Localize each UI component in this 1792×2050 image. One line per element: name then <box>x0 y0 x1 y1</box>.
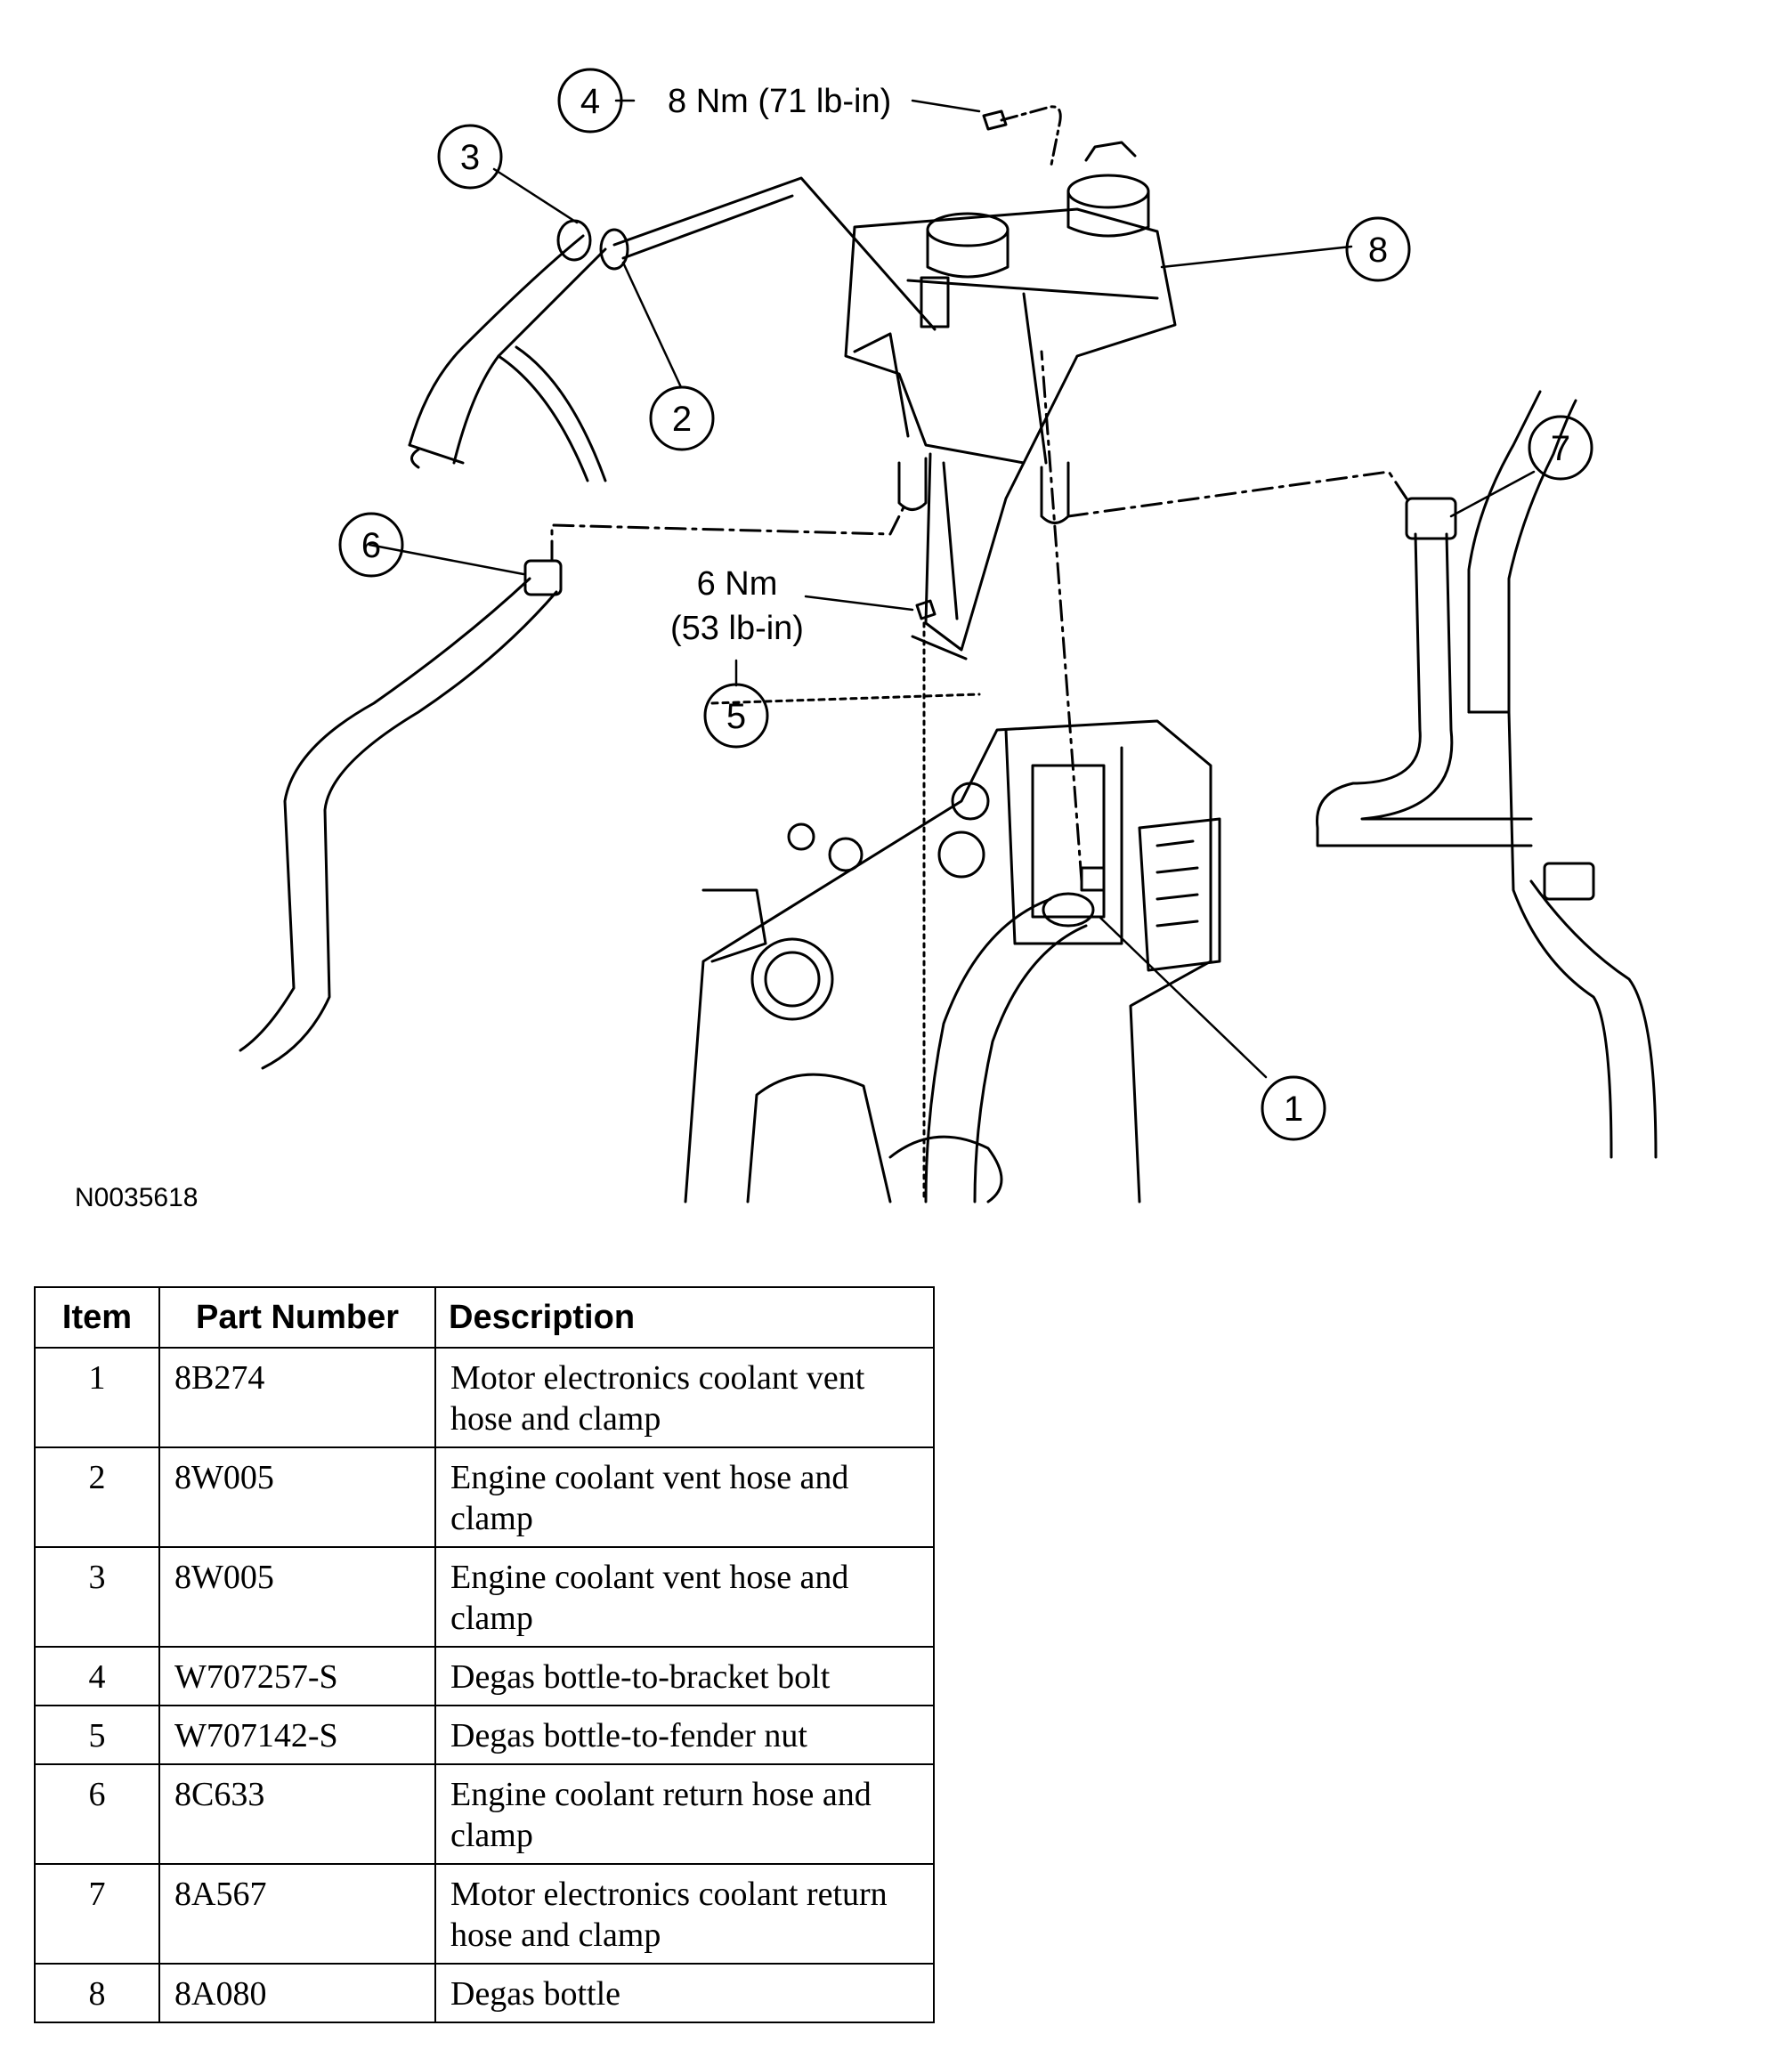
cell-description: Engine coolant return hose and clamp <box>434 1763 935 1865</box>
cell-part-number: 8C633 <box>158 1763 436 1865</box>
cell-description: Degas bottle-to-bracket bolt <box>434 1646 935 1706</box>
table-row: 8 8A080 Degas bottle <box>34 1963 935 2023</box>
cell-description: Degas bottle <box>434 1963 935 2023</box>
callout-1: 1 <box>1284 1090 1303 1129</box>
table-row: 5 W707142-S Degas bottle-to-fender nut <box>34 1705 935 1765</box>
cell-item: 5 <box>34 1705 160 1765</box>
callout-3: 3 <box>460 138 480 177</box>
cell-part-number: 8B274 <box>158 1347 436 1448</box>
cell-item: 6 <box>34 1763 160 1865</box>
table-row: 4 W707257-S Degas bottle-to-bracket bolt <box>34 1646 935 1706</box>
cell-part-number: 8W005 <box>158 1446 436 1548</box>
cell-item: 4 <box>34 1646 160 1706</box>
cell-description: Degas bottle-to-fender nut <box>434 1705 935 1765</box>
cell-item: 2 <box>34 1446 160 1548</box>
header-item: Item <box>34 1286 160 1349</box>
leader-lines <box>368 99 1536 1079</box>
cell-item: 3 <box>34 1546 160 1648</box>
table-row: 1 8B274 Motor electronics coolant vent h… <box>34 1347 935 1448</box>
cell-part-number: W707257-S <box>158 1646 436 1706</box>
cell-part-number: 8A080 <box>158 1963 436 2023</box>
engine-block <box>684 693 1221 1203</box>
cell-description: Engine coolant vent hose and clamp <box>434 1546 935 1648</box>
table-row: 6 8C633 Engine coolant return hose and c… <box>34 1763 935 1865</box>
bottle-to-fender-nut <box>915 599 937 1203</box>
engine-coolant-return-hose <box>239 506 905 1070</box>
table-row: 7 8A567 Motor electronics coolant return… <box>34 1863 935 1965</box>
cell-part-number: 8W005 <box>158 1546 436 1648</box>
cell-part-number: W707142-S <box>158 1705 436 1765</box>
torque-label-item5-line2: (53 lb-in) <box>670 610 804 647</box>
callout-2: 2 <box>672 400 692 439</box>
figure-code: N0035618 <box>75 1183 198 1212</box>
cell-item: 7 <box>34 1863 160 1965</box>
table-header-row: Item Part Number Description <box>34 1286 935 1349</box>
callout-6: 6 <box>361 526 381 565</box>
parts-table: Item Part Number Description 1 8B274 Mot… <box>34 1286 935 2023</box>
callout-4: 4 <box>580 82 600 121</box>
torque-label-item5-line1: 6 Nm <box>697 565 778 603</box>
motor-electronics-return-hose <box>1066 390 1658 1159</box>
cell-description: Motor electronics coolant vent hose and … <box>434 1347 935 1448</box>
motor-electronics-vent-hose <box>924 350 1106 1203</box>
cell-description: Engine coolant vent hose and clamp <box>434 1446 935 1548</box>
mounting-bracket <box>911 452 1026 660</box>
callout-circles <box>338 68 1593 1141</box>
table-row: 3 8W005 Engine coolant vent hose and cla… <box>34 1546 935 1648</box>
degas-bottle <box>844 141 1177 524</box>
header-part-number: Part Number <box>158 1286 436 1349</box>
header-description: Description <box>434 1286 935 1349</box>
torque-label-item4: 8 Nm (71 lb-in) <box>668 83 891 120</box>
callout-5: 5 <box>726 697 746 736</box>
cell-part-number: 8A567 <box>158 1863 436 1965</box>
cell-description: Motor electronics coolant return hose an… <box>434 1863 935 1965</box>
callout-7: 7 <box>1551 429 1570 468</box>
exploded-view-diagram: 1 2 3 4 5 6 7 8 8 Nm (71 lb-in) 6 Nm (53… <box>75 68 1658 1212</box>
bottle-to-bracket-bolt <box>982 105 1062 171</box>
table-row: 2 8W005 Engine coolant vent hose and cla… <box>34 1446 935 1548</box>
callout-8: 8 <box>1368 231 1388 270</box>
cell-item: 8 <box>34 1963 160 2023</box>
cell-item: 1 <box>34 1347 160 1448</box>
engine-coolant-vent-hose <box>408 176 937 482</box>
